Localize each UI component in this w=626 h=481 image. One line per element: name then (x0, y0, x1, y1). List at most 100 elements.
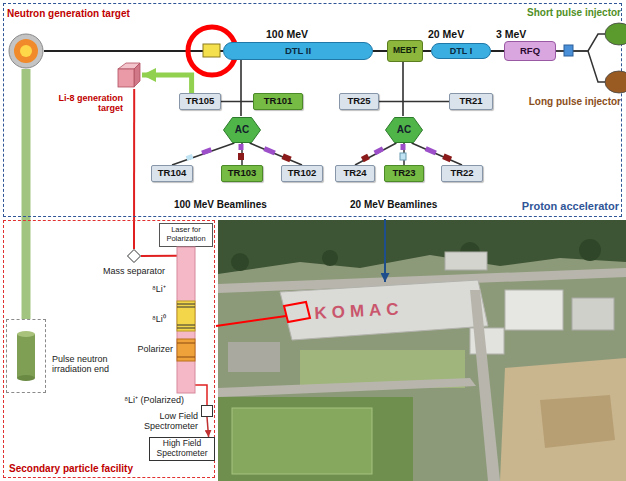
irradiation-box-part (17, 331, 35, 337)
region-panel: Secondary particle facility Mass separato… (3, 220, 215, 478)
aerial-photo (218, 220, 626, 481)
irradiation-box-part (17, 334, 35, 378)
energy-label: 3 MeV (496, 28, 526, 40)
polarizer-column-part (177, 301, 195, 331)
connector (556, 34, 605, 51)
node-label: High Field Spectrometer (150, 439, 214, 459)
node-label: AC (397, 124, 411, 136)
group-label: 20 MeV Beamlines (350, 199, 437, 211)
magnet-symbol (264, 149, 275, 153)
linac-box: DTL II (223, 42, 373, 60)
ac-hexagon: AC (223, 117, 261, 143)
target-circle-shape (8, 33, 44, 69)
magnet-symbol (238, 153, 244, 160)
photo-field (218, 397, 413, 481)
connector (133, 89, 135, 249)
magnet-symbol (283, 156, 291, 159)
magnet-symbol (187, 156, 193, 158)
node-heading: Polarizer (125, 344, 173, 354)
roof-lettering: KOMAC (314, 299, 404, 323)
connector (172, 143, 234, 165)
polarizer-column-shape (177, 247, 195, 393)
magnet-symbol (239, 144, 244, 150)
ion-label: ⁸Li⁰ (152, 314, 166, 324)
irradiation-box-shape (7, 320, 47, 394)
beamline-box: TR102 (281, 165, 323, 182)
photo-building (445, 252, 487, 270)
photo-tree (579, 239, 601, 261)
connector (491, 50, 504, 52)
yellow-magnet (203, 44, 220, 57)
ac-hexagon-part (224, 118, 261, 143)
connector (250, 143, 302, 165)
polarizer-column-part (177, 357, 195, 358)
beamline-box: TR103 (221, 165, 263, 182)
node-label: TR22 (450, 168, 473, 179)
node-heading: Long pulse injector (491, 96, 621, 108)
node-label: TR105 (186, 96, 215, 107)
node-label: TR102 (288, 168, 317, 179)
spectrometer-box: Low Field Spectrometer (201, 405, 213, 417)
node-label: TR21 (459, 96, 482, 107)
separator-diamond: Mass separator (127, 249, 141, 263)
injector-circle: Long pulse injector (605, 71, 626, 93)
node-label: TR25 (347, 96, 370, 107)
location-marker (284, 302, 310, 322)
polarizer-column-part (177, 343, 195, 344)
injector-circle-shape (605, 23, 626, 45)
leader-line (216, 316, 286, 326)
node-heading: Secondary particle facility (9, 463, 159, 475)
connector (379, 101, 449, 103)
photo-earthwork (540, 395, 615, 448)
polarizer-column-part (177, 247, 195, 393)
region-panel: Proton accelerator Neutron generation tar… (3, 3, 622, 217)
node-label: MEBT (393, 46, 417, 56)
beamline-box: TR101 (253, 93, 303, 110)
beam-drop-line (402, 61, 404, 116)
injector-circle-shape (605, 71, 626, 93)
beamline-box: TR25 (339, 93, 379, 110)
magnet-symbol (400, 153, 406, 160)
beamline-box: TR24 (335, 165, 375, 182)
beamline-box: TR23 (384, 165, 424, 182)
connectors (26, 34, 605, 437)
target-cube-part (118, 69, 134, 87)
beamline-box: TR22 (441, 165, 483, 182)
connector (22, 69, 31, 319)
node-label: AC (235, 124, 249, 136)
polarizer-column-part (177, 325, 195, 326)
magnet-symbol (426, 149, 436, 153)
photo-earthwork (500, 358, 626, 481)
irradiation-box: Pulse neutron irradiation end (6, 319, 46, 393)
node-label: TR103 (228, 168, 257, 179)
beam-element (564, 45, 573, 56)
linac-box: DTL I (431, 43, 491, 59)
spectrometer-box: High Field Spectrometer (149, 437, 215, 461)
target-cube: Li-8 generation target (116, 61, 142, 89)
location-arrow (384, 219, 386, 282)
ion-label: ⁸Li⁺ (152, 284, 166, 294)
photo-road (218, 378, 476, 397)
photo-parking (228, 342, 280, 372)
node-label: DTL I (450, 46, 472, 56)
energy-label: 20 MeV (428, 28, 464, 40)
connector (423, 50, 431, 52)
injector-circle: Short pulse injector (605, 23, 626, 45)
node-heading: Proton accelerator (499, 200, 619, 213)
node-label: TR101 (264, 96, 293, 107)
laser-box: Laser for Polarization (159, 223, 213, 247)
photo-tree (322, 250, 338, 266)
magnet-symbol (401, 144, 406, 150)
irradiation-box-part (17, 375, 35, 381)
photo-ground (218, 220, 626, 481)
polarizer-column-part (177, 339, 195, 361)
photo-road (470, 290, 500, 481)
node-heading: Neutron generation target (7, 8, 177, 20)
magnet-symbol (362, 156, 368, 159)
connector (355, 143, 396, 165)
target-cube-shape (116, 61, 142, 89)
connector (221, 101, 253, 103)
